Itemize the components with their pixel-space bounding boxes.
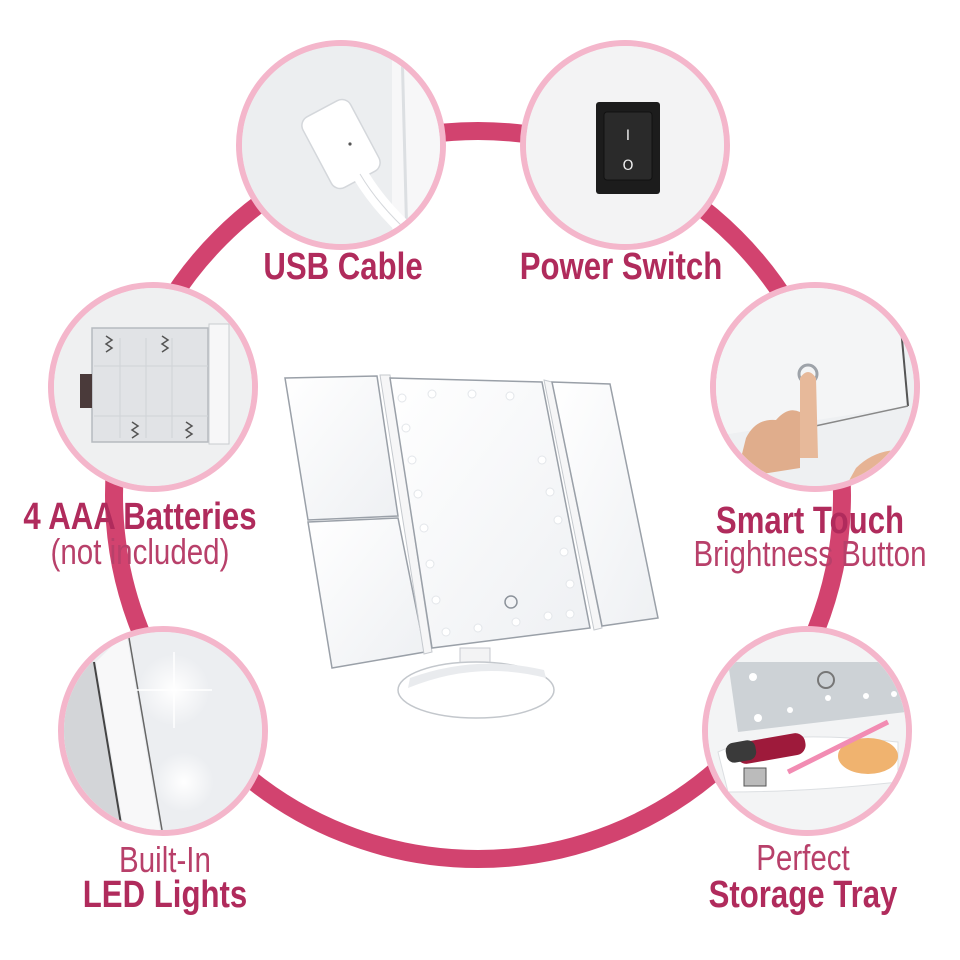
usb-cable-label: USB Cable [263, 246, 423, 288]
led-lights-bubble [58, 626, 268, 836]
smart-touch-bubble [710, 282, 920, 492]
power-switch-bubble: I O [520, 40, 730, 250]
trifold-led-mirror-icon [284, 374, 659, 719]
storage-tray-bubble [702, 626, 912, 836]
storage-tray-icon [708, 632, 906, 830]
led-light-icon [64, 632, 262, 830]
batteries-label: 4 AAA Batteries [23, 496, 257, 538]
power-switch-icon: I O [526, 46, 724, 244]
usb-cable-bubble [236, 40, 446, 250]
storage-tray-prefix: Perfect [756, 837, 850, 878]
batteries-bubble [48, 282, 258, 492]
battery-compartment-icon [54, 288, 252, 486]
usb-cable-icon [242, 46, 440, 244]
smart-touch-label: Smart Touch [715, 500, 905, 542]
storage-tray-label: Storage Tray [708, 874, 898, 916]
led-lights-label: LED Lights [82, 874, 248, 916]
smart-touch-subtitle: Brightness Button [693, 533, 927, 574]
led-lights-prefix: Built-In [119, 839, 211, 880]
svg-text:I: I [626, 128, 630, 144]
power-switch-label: Power Switch [519, 246, 723, 288]
batteries-note: (not included) [50, 531, 230, 572]
touch-button-icon [716, 288, 914, 486]
svg-text:O: O [622, 158, 633, 174]
